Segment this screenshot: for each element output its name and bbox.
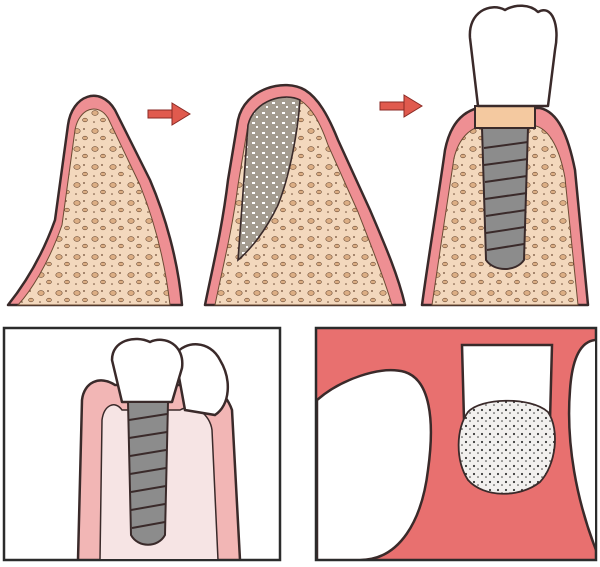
panel-implant-crown-closeup	[2, 326, 282, 562]
step-arrow-2	[379, 94, 423, 118]
implant-screw-icon	[126, 401, 170, 546]
adjacent-tooth	[173, 343, 230, 417]
step-bone-graft	[203, 83, 407, 307]
step-resorbed-ridge	[6, 94, 184, 307]
alveolar-bone	[16, 108, 171, 306]
abutment	[474, 105, 536, 129]
adjacent-tooth-right	[567, 338, 595, 551]
graft-material	[237, 96, 301, 262]
crown-icon	[468, 4, 558, 108]
bone-graft-particles	[457, 399, 556, 495]
step-implant-with-crown	[420, 4, 590, 307]
crown-icon	[110, 337, 184, 404]
implant-screw-icon	[480, 127, 530, 270]
panel-socket-graft-closeup	[314, 326, 598, 562]
adjacent-tooth-left	[317, 369, 433, 559]
step-arrow-1	[147, 102, 191, 126]
